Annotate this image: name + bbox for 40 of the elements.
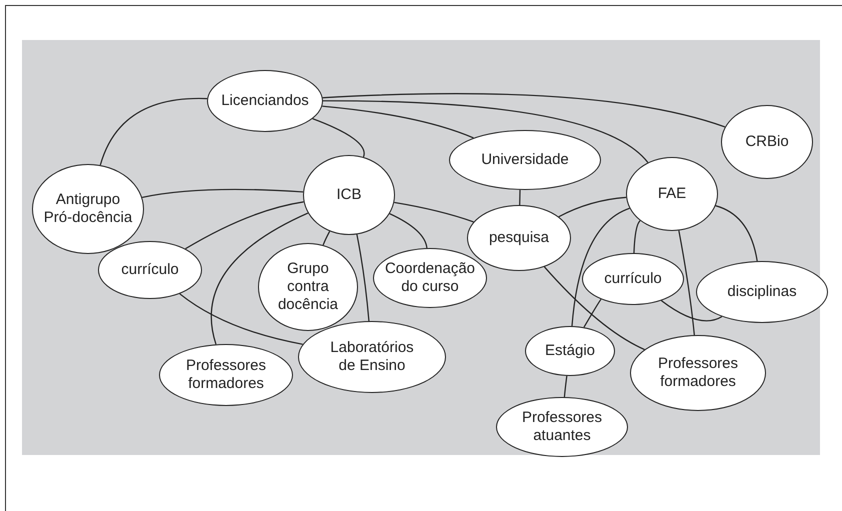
concept-label: Coordenação do curso bbox=[384, 260, 476, 296]
connector-line bbox=[678, 230, 695, 336]
connector-line bbox=[519, 190, 521, 206]
connector-line bbox=[312, 118, 365, 158]
concept-label: FAE bbox=[658, 185, 686, 203]
concept-label: Grupo contra docência bbox=[276, 260, 340, 314]
connector-line bbox=[544, 266, 645, 350]
concept-label: Professores formadores bbox=[184, 357, 268, 393]
connector-line bbox=[558, 196, 626, 218]
connector-line bbox=[179, 293, 303, 345]
concept-label: Professores formadores bbox=[656, 355, 740, 391]
connector-line bbox=[100, 98, 208, 166]
concept-label: disciplinas bbox=[727, 283, 797, 301]
connector-line bbox=[661, 300, 722, 322]
concept-label: ICB bbox=[336, 186, 362, 204]
connector-line bbox=[322, 231, 330, 246]
concept-label: CRBio bbox=[745, 133, 789, 151]
concept-label: pesquisa bbox=[488, 229, 550, 247]
concept-label: Professores atuantes bbox=[520, 409, 604, 445]
connector-line bbox=[322, 106, 474, 138]
concept-label: currículo bbox=[121, 261, 179, 279]
connector-line bbox=[389, 213, 428, 248]
connector-line bbox=[322, 93, 726, 128]
connector-line bbox=[715, 205, 758, 262]
concept-label: Laboratórios de Ensino bbox=[329, 339, 415, 375]
connector-line bbox=[571, 208, 630, 326]
concept-label: Antigrupo Pró-docência bbox=[43, 191, 133, 227]
connector-line bbox=[394, 202, 474, 222]
connector-line bbox=[142, 188, 304, 198]
connector-line bbox=[210, 212, 308, 344]
connector-line bbox=[185, 201, 304, 250]
connector-line bbox=[564, 376, 568, 398]
connector-line bbox=[356, 234, 370, 322]
concept-label: Estágio bbox=[544, 342, 596, 360]
concept-label: Universidade bbox=[481, 151, 569, 169]
connector-line bbox=[583, 298, 602, 328]
concept-label: Licenciandos bbox=[221, 92, 309, 110]
connector-line bbox=[323, 100, 648, 163]
concept-label: currículo bbox=[604, 270, 662, 288]
connector-line bbox=[633, 220, 641, 254]
